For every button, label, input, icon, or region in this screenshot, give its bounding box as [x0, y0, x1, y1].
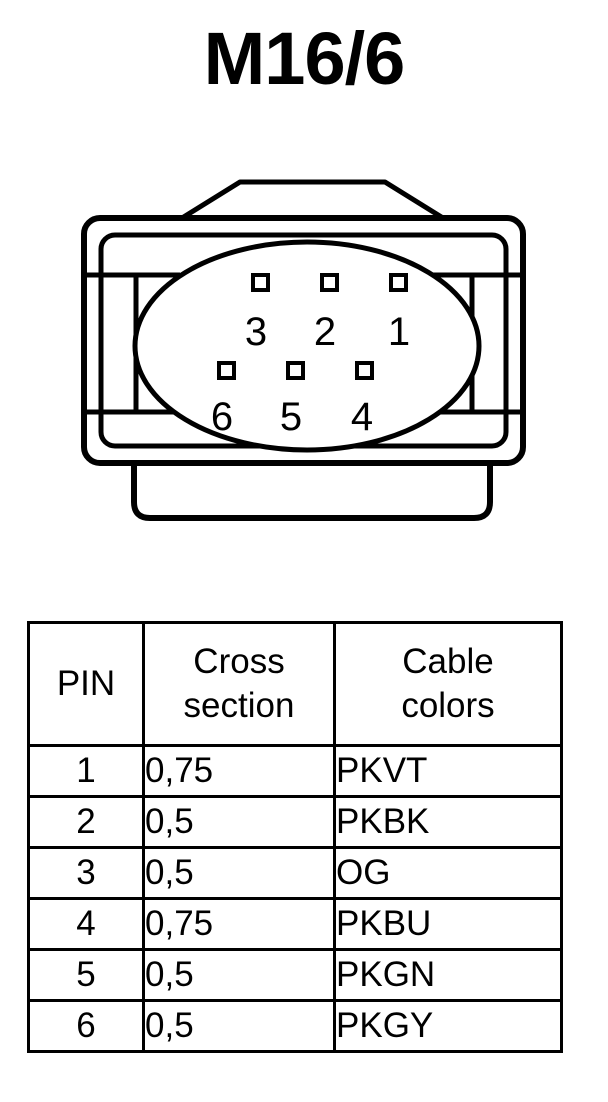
cell-cable-color: PKGY [333, 999, 563, 1053]
cell-cable-color: PKBU [333, 897, 563, 951]
pin-label-6: 6 [211, 395, 233, 439]
cell-cross-section: 0,5 [142, 846, 336, 900]
table-row: 1 0,75 PKVT [27, 744, 563, 798]
cell-cross-section: 0,5 [142, 948, 336, 1002]
column-header-pin: PIN [27, 621, 145, 747]
cell-cable-color: PKVT [333, 744, 563, 798]
pin-hole-3 [251, 273, 270, 292]
table-body: 1 0,75 PKVT 2 0,5 PKBK 3 0,5 OG 4 0,75 [27, 744, 563, 1053]
connector-diagram: 3 2 1 6 5 4 [0, 160, 608, 540]
pin-label-1: 1 [388, 310, 410, 354]
connector-face-ellipse [132, 239, 482, 453]
pin-label-3: 3 [245, 310, 267, 354]
page-title: M16/6 [203, 17, 406, 100]
pin-hole-5 [286, 361, 305, 380]
table-row: 3 0,5 OG [27, 846, 563, 900]
cell-cross-section: 0,75 [142, 744, 336, 798]
pin-label-2: 2 [314, 310, 336, 354]
pin-hole-1 [389, 273, 408, 292]
column-header-cable-colors-line-2: colors [401, 686, 495, 725]
table-row: 5 0,5 PKGN [27, 948, 563, 1002]
pin-assignment-table-container: PIN Cross section Cable colors 1 0,75 [27, 621, 563, 1053]
cell-cross-section: 0,5 [142, 795, 336, 849]
pin-hole-4 [355, 361, 374, 380]
pin-hole-6 [217, 361, 236, 380]
cell-cable-color: PKGN [333, 948, 563, 1002]
column-header-cable-colors-line-1: Cable [402, 642, 494, 681]
pin-label-4: 4 [351, 395, 373, 439]
cell-pin: 1 [27, 744, 145, 798]
cell-pin: 2 [27, 795, 145, 849]
table-header: PIN Cross section Cable colors [27, 621, 563, 747]
pin-hole-2 [320, 273, 339, 292]
pin-row-bottom: 6 5 4 [211, 361, 374, 439]
table-header-row: PIN Cross section Cable colors [27, 621, 563, 747]
column-header-cross-section-line-1: Cross [193, 642, 285, 681]
table-row: 6 0,5 PKGY [27, 999, 563, 1053]
column-header-cross-section-line-2: section [183, 686, 295, 725]
column-header-cable-colors: Cable colors [333, 621, 563, 747]
connector-svg: 3 2 1 6 5 4 [81, 179, 526, 521]
column-header-pin-line-1: PIN [56, 664, 116, 703]
table-row: 2 0,5 PKBK [27, 795, 563, 849]
pin-row-top: 3 2 1 [245, 273, 410, 354]
pin-label-5: 5 [280, 395, 302, 439]
cell-pin: 4 [27, 897, 145, 951]
pin-assignment-table: PIN Cross section Cable colors 1 0,75 [27, 621, 563, 1053]
cell-cross-section: 0,5 [142, 999, 336, 1053]
table-row: 4 0,75 PKBU [27, 897, 563, 951]
cell-pin: 5 [27, 948, 145, 1002]
cell-pin: 6 [27, 999, 145, 1053]
column-header-cross-section: Cross section [142, 621, 336, 747]
cell-pin: 3 [27, 846, 145, 900]
cell-cable-color: OG [333, 846, 563, 900]
connector-top-tab [179, 179, 446, 221]
cell-cable-color: PKBK [333, 795, 563, 849]
cell-cross-section: 0,75 [142, 897, 336, 951]
connector-bottom-tab [131, 460, 493, 521]
